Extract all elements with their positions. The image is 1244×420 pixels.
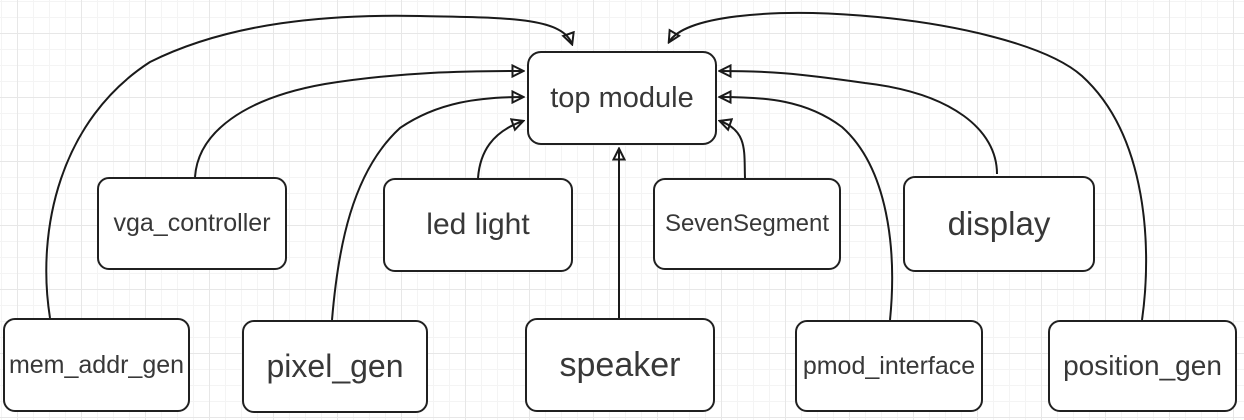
node-label: pmod_interface — [802, 351, 976, 380]
node-label: position_gen — [1063, 350, 1222, 381]
edge-pixel-gen-to-top-module[interactable] — [331, 97, 523, 321]
node-pmod-interface[interactable]: pmod_interface — [795, 320, 983, 412]
node-label: SevenSegment — [664, 210, 830, 237]
edge-display-to-top-module[interactable] — [720, 71, 998, 175]
node-label: vga_controller — [113, 209, 271, 237]
edge-position-gen-to-top-module[interactable] — [669, 12, 1148, 321]
node-vga-controller[interactable]: vga_controller — [97, 177, 287, 270]
node-pixel-gen[interactable]: pixel_gen — [242, 320, 428, 413]
node-top-module[interactable]: top module — [527, 51, 717, 145]
edge-vga-controller-to-top-module[interactable] — [194, 71, 523, 178]
edge-seven-segment-to-top-module[interactable] — [720, 121, 746, 179]
node-label: top module — [550, 81, 694, 114]
edge-mem-addr-gen-to-top-module[interactable] — [45, 14, 572, 319]
node-label: display — [947, 205, 1051, 242]
edge-pmod-interface-to-top-module[interactable] — [720, 97, 894, 321]
edge-led-light-to-top-module[interactable] — [477, 121, 523, 179]
node-seven-segment[interactable]: SevenSegment — [653, 178, 841, 270]
node-mem-addr-gen[interactable]: mem_addr_gen — [3, 318, 190, 412]
node-label: mem_addr_gen — [8, 350, 185, 379]
node-speaker[interactable]: speaker — [525, 318, 715, 412]
node-display[interactable]: display — [903, 176, 1095, 272]
node-label: pixel_gen — [266, 348, 404, 384]
node-label: speaker — [559, 345, 681, 384]
node-label: led light — [426, 208, 530, 241]
node-led-light[interactable]: led light — [383, 178, 573, 272]
node-position-gen[interactable]: position_gen — [1048, 320, 1237, 412]
